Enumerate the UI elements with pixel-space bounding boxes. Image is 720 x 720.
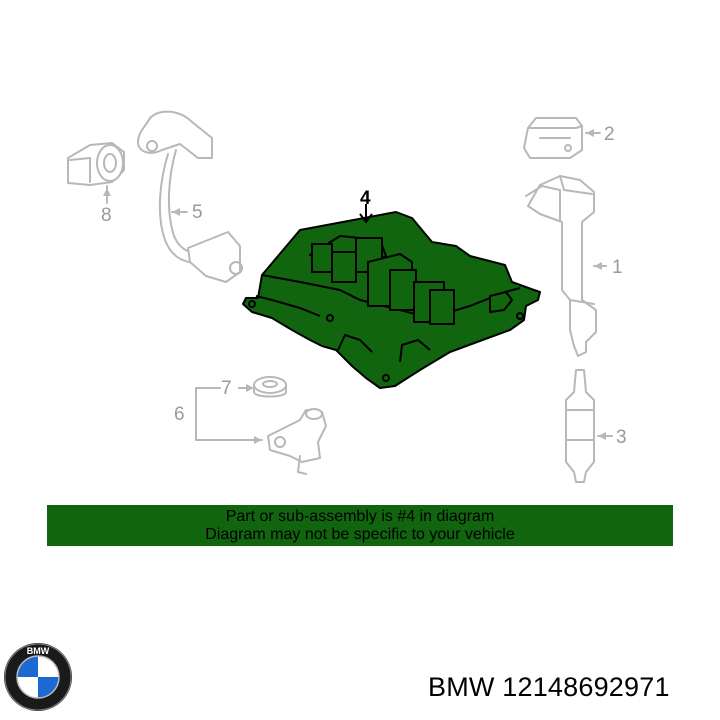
callout-8: 8 — [101, 205, 112, 226]
parts-diagram: 1 2 3 4 5 6 7 8 — [67, 110, 627, 483]
part-1-ignition-coil — [525, 175, 607, 357]
info-banner: Part or sub-assembly is #4 in diagram Di… — [47, 505, 673, 546]
part-2-bracket — [523, 117, 601, 159]
callout-5: 5 — [192, 202, 203, 223]
callout-2: 2 — [604, 124, 615, 145]
banner-line-1: Part or sub-assembly is #4 in diagram — [225, 508, 495, 525]
part-3-spark-plug — [565, 369, 613, 483]
part-8-sensor — [67, 142, 125, 204]
callout-4: 4 — [360, 188, 371, 209]
part-5-sensor — [137, 110, 243, 283]
bmw-logo: BMW — [4, 643, 72, 711]
logo-letters: BMW — [27, 646, 50, 656]
part-7-washer — [253, 376, 287, 398]
callout-3: 3 — [616, 427, 627, 448]
callout-6: 6 — [174, 404, 185, 425]
callout-4-arrow — [359, 204, 373, 224]
part-number-label: BMW 12148692971 — [428, 672, 670, 702]
banner-line-2: Diagram may not be specific to your vehi… — [205, 526, 515, 543]
bracket-6-7 — [195, 387, 263, 441]
callout-7: 7 — [221, 378, 232, 399]
callout-1: 1 — [612, 257, 623, 278]
part-4-engine-control-module — [242, 211, 541, 389]
part-6-sensor — [267, 408, 327, 475]
